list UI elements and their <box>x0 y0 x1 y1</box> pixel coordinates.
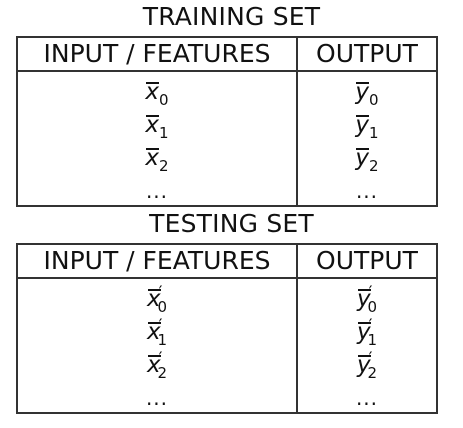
training-input-header: INPUT / FEATURES <box>43 39 271 68</box>
subscript: 2 <box>159 157 169 175</box>
testing-output-row-2: y′2 <box>298 349 436 382</box>
testing-header-row: INPUT / FEATURES OUTPUT <box>18 245 436 279</box>
training-output-row-0: y0 <box>298 76 436 109</box>
testing-input-column: x′0 x′1 x′2 ... <box>18 283 296 415</box>
x-bar-var: x <box>145 145 160 171</box>
testing-column-divider <box>296 245 298 412</box>
subscript: 2 <box>369 157 379 175</box>
training-output-ellipsis: ... <box>355 179 379 203</box>
training-input-row-2: x2 <box>18 142 296 175</box>
prime-mark: ′ <box>368 349 373 369</box>
x-bar-var: x <box>146 352 161 378</box>
prime-mark: ′ <box>158 349 163 369</box>
testing-output-row-1: y′1 <box>298 316 436 349</box>
x-bar-var: x <box>145 79 160 105</box>
prime-mark: ′ <box>368 283 373 303</box>
training-header-row: INPUT / FEATURES OUTPUT <box>18 38 436 72</box>
testing-input-header: INPUT / FEATURES <box>43 246 271 275</box>
testing-input-ellipsis: ... <box>145 386 169 410</box>
testing-output-ellipsis: ... <box>355 386 379 410</box>
training-input-row-1: x1 <box>18 109 296 142</box>
testing-output-column: y′0 y′1 y′2 ... <box>298 283 436 415</box>
subscript: 0 <box>369 91 379 109</box>
y-bar-var: y <box>356 319 371 345</box>
training-input-column: x0 x1 x2 ... <box>18 76 296 208</box>
training-output-row-2: y2 <box>298 142 436 175</box>
testing-output-row-0: y′0 <box>298 283 436 316</box>
subscript: 2 <box>157 364 168 382</box>
x-bar-var: x <box>146 286 161 312</box>
training-set-table: INPUT / FEATURES OUTPUT x0 x1 x2 ... y0 … <box>16 36 438 207</box>
y-bar-var: y <box>355 79 370 105</box>
testing-set-title: TESTING SET <box>149 209 314 238</box>
subscript: 1 <box>157 331 168 349</box>
testing-input-row-1: x′1 <box>18 316 296 349</box>
y-bar-var: y <box>356 286 371 312</box>
testing-input-row-2: x′2 <box>18 349 296 382</box>
subscript: 0 <box>157 298 168 316</box>
training-output-header: OUTPUT <box>316 39 418 68</box>
testing-set-table: INPUT / FEATURES OUTPUT x′0 x′1 x′2 ... … <box>16 243 438 414</box>
x-bar-var: x <box>145 112 160 138</box>
subscript: 0 <box>159 91 169 109</box>
training-output-row-1: y1 <box>298 109 436 142</box>
subscript: 2 <box>367 364 378 382</box>
subscript: 1 <box>367 331 378 349</box>
subscript: 1 <box>159 124 169 142</box>
y-bar-var: y <box>355 145 370 171</box>
training-output-column: y0 y1 y2 ... <box>298 76 436 208</box>
prime-mark: ′ <box>158 283 163 303</box>
prime-mark: ′ <box>368 316 373 336</box>
training-set-title: TRAINING SET <box>142 2 321 31</box>
x-bar-var: x <box>146 319 161 345</box>
y-bar-var: y <box>355 112 370 138</box>
subscript: 0 <box>367 298 378 316</box>
testing-output-header: OUTPUT <box>316 246 418 275</box>
prime-mark: ′ <box>158 316 163 336</box>
y-bar-var: y <box>356 352 371 378</box>
testing-input-row-0: x′0 <box>18 283 296 316</box>
training-column-divider <box>296 38 298 205</box>
subscript: 1 <box>369 124 379 142</box>
training-input-row-0: x0 <box>18 76 296 109</box>
training-input-ellipsis: ... <box>145 179 169 203</box>
